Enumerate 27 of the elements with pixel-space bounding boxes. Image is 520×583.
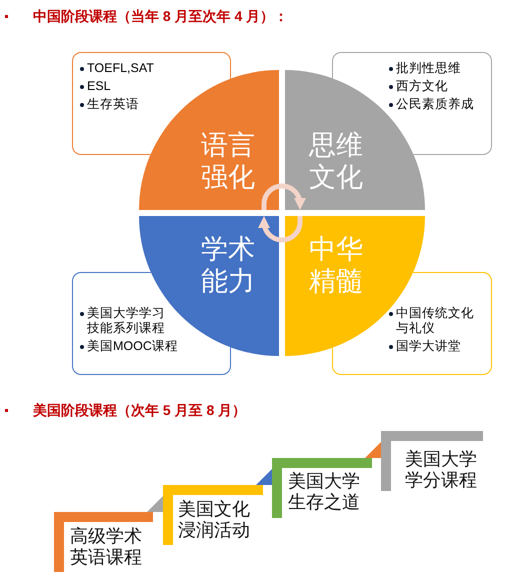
list-item: 美国MOOC课程 [80, 339, 178, 354]
step-label: 高级学术英语课程 [70, 526, 143, 568]
section-heading: 美国阶段课程（次年 5 月至 8 月） [33, 401, 246, 419]
quadrant-label: 思维文化 [308, 129, 364, 193]
triangle-arrow [256, 469, 272, 485]
step-label: 美国文化浸润活动 [178, 499, 251, 541]
triangle-arrow [365, 442, 381, 458]
list-item: 中国传统文化与礼仪 [389, 306, 476, 336]
triangle-arrow [147, 496, 163, 512]
quadrant-label: 中华精髓 [308, 233, 364, 297]
section-heading: 中国阶段课程（当年 8 月至次年 4 月）： [33, 7, 288, 25]
curved-arrow [262, 184, 306, 210]
list-item: 批判性思维 [389, 61, 461, 76]
list-item: 公民素质养成 [389, 97, 474, 112]
curved-arrow [258, 216, 302, 242]
list-item: 国学大讲堂 [389, 339, 461, 354]
step-label: 美国大学生存之道 [288, 471, 361, 513]
list-item: ESL [80, 79, 111, 94]
quadrant-label: 学术能力 [200, 233, 256, 297]
list-item: TOEFL,SAT [80, 61, 154, 76]
list-item: 生存英语 [80, 97, 139, 112]
step-bracket [54, 512, 153, 572]
quadrant-label: 语言强化 [200, 129, 256, 193]
step-bracket [381, 431, 483, 491]
list-item: 西方文化 [389, 79, 448, 94]
step-label: 美国大学学分课程 [405, 449, 478, 491]
list-item: 美国大学学习技能系列课程 [80, 306, 167, 336]
